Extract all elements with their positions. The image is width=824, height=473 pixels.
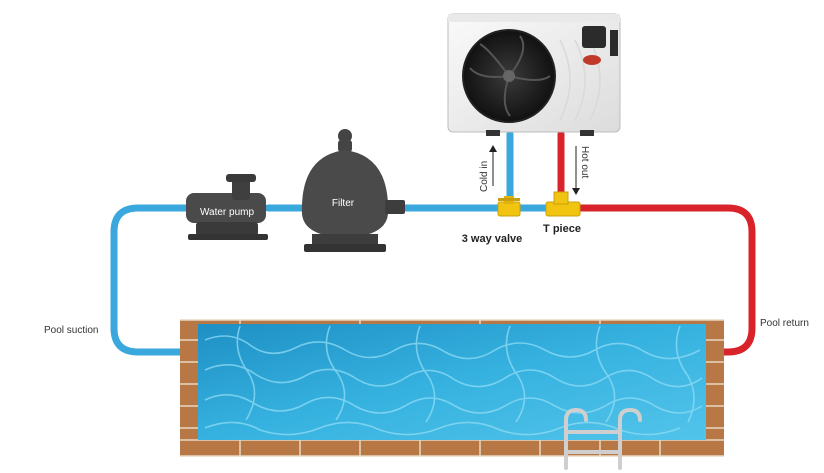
pool-ladder: [564, 407, 642, 470]
hot-pipe-circuit: [557, 130, 756, 356]
t-piece-label: T piece: [543, 223, 581, 235]
cold-pipe-circuit: [110, 130, 552, 356]
pool-return-label: Pool return: [760, 318, 809, 329]
filter-label: Filter: [332, 198, 355, 209]
up-arrow-icon: [489, 145, 497, 152]
water-caustics: [204, 325, 703, 436]
three-way-valve-label: 3 way valve: [462, 233, 523, 245]
heat-pump-control-panel: [582, 26, 606, 48]
suction-pipe: [110, 204, 204, 356]
swimming-pool: [180, 319, 724, 470]
water-pump-label: Water pump: [200, 207, 255, 218]
three-way-valve: 3 way valve: [462, 196, 523, 245]
down-arrow-icon: [572, 188, 580, 195]
water-pump: Water pump: [186, 174, 268, 240]
pool-suction-label: Pool suction: [44, 325, 98, 336]
cold-in-indicator: Cold in: [479, 145, 497, 192]
t-piece: T piece: [543, 191, 581, 235]
heat-pump-unit: [447, 13, 621, 136]
return-pipe: [576, 204, 756, 356]
cold-in-label: Cold in: [479, 161, 490, 192]
hot-out-label: Hot out: [579, 146, 590, 178]
heat-pump-logo: [583, 55, 601, 65]
sand-filter: Filter: [301, 129, 405, 252]
hot-out-indicator: Hot out: [572, 146, 590, 195]
